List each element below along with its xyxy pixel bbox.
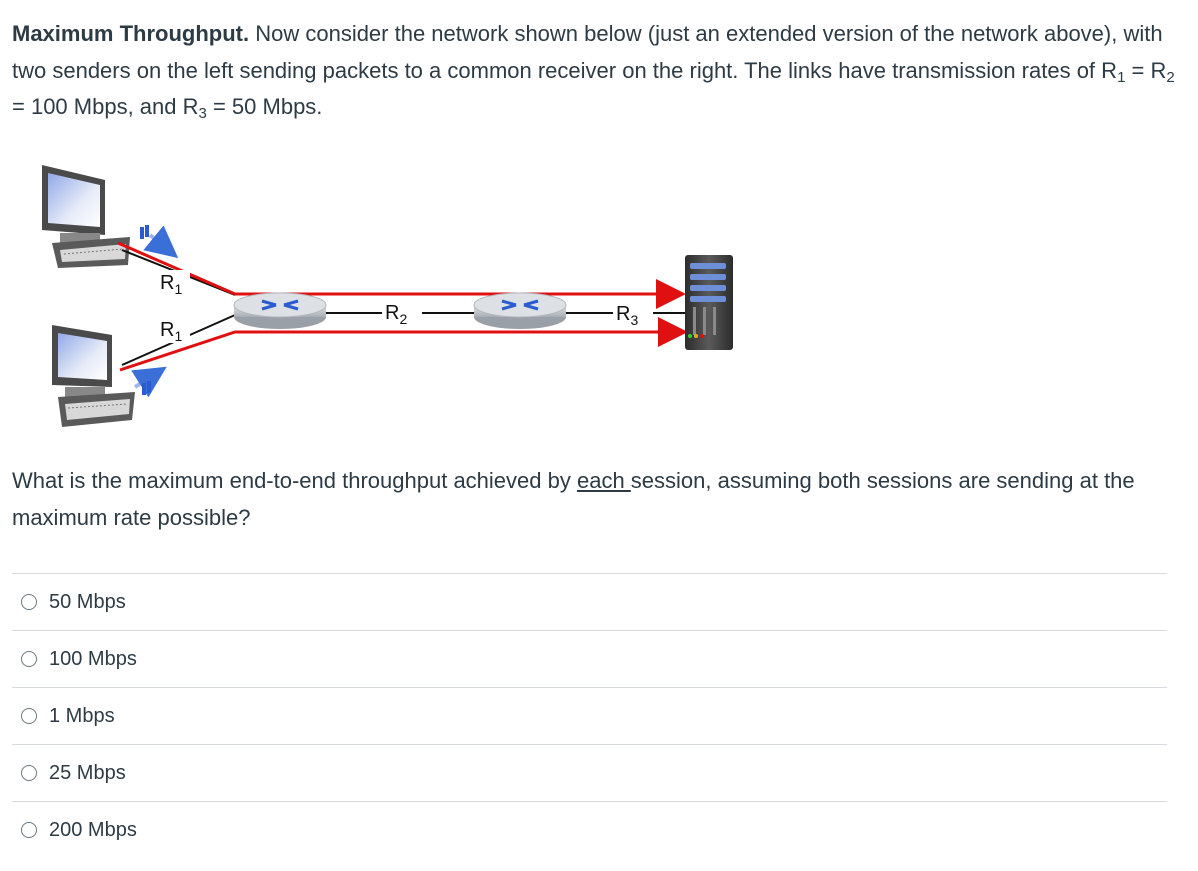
question-prompt: What is the maximum end-to-end throughpu… (12, 468, 1135, 530)
radio-button[interactable] (21, 822, 37, 838)
label-r3: R3 (613, 299, 653, 328)
answer-label: 50 Mbps (49, 590, 126, 613)
answer-label: 1 Mbps (49, 704, 115, 727)
answer-label: 200 Mbps (49, 818, 137, 841)
emphasis-each: each (576, 468, 631, 493)
rate-r3-value: = 50 Mbps. (206, 94, 323, 119)
packet-icon-bottom (131, 366, 167, 398)
rate-r2: R2 (1150, 57, 1175, 86)
label-r1-bottom: R1 (156, 317, 190, 344)
question-title: Maximum Throughput. (12, 21, 250, 46)
rate-r1-r2-value: = 100 Mbps, and (12, 94, 183, 119)
rate-r3: R3 (182, 94, 207, 122)
radio-button[interactable] (21, 594, 37, 610)
answer-option[interactable]: 1 Mbps (12, 687, 1167, 744)
answer-option[interactable]: 200 Mbps (12, 801, 1167, 858)
flow-path-bottom (119, 317, 688, 372)
router-1 (233, 292, 327, 329)
rate-r1: R1 (1101, 57, 1126, 86)
flow-path-top (117, 241, 686, 309)
answer-label: 100 Mbps (49, 647, 137, 670)
answer-option[interactable]: 100 Mbps (12, 630, 1167, 687)
answer-option[interactable]: 25 Mbps (12, 744, 1167, 801)
network-diagram: R1 R1 R2 R3 (42, 165, 733, 427)
answer-label: 25 Mbps (49, 761, 126, 784)
radio-button[interactable] (21, 651, 37, 667)
router-2 (473, 292, 567, 329)
question-intro: Maximum Throughput. Now consider the net… (12, 21, 1175, 122)
intro-text: Now consider the network shown below (ju… (12, 21, 1163, 83)
receiver-server (685, 255, 733, 350)
sender-computer-bottom (52, 325, 135, 427)
radio-button[interactable] (21, 765, 37, 781)
packet-icon-top (140, 225, 179, 259)
answer-list: 50 Mbps 100 Mbps 1 Mbps 25 Mbps 200 Mbps (12, 573, 1167, 858)
label-r2: R2 (382, 299, 422, 327)
label-r1-top: R1 (156, 270, 190, 297)
answer-option[interactable]: 50 Mbps (12, 573, 1167, 630)
sender-computer-top (42, 165, 130, 268)
radio-button[interactable] (21, 708, 37, 724)
